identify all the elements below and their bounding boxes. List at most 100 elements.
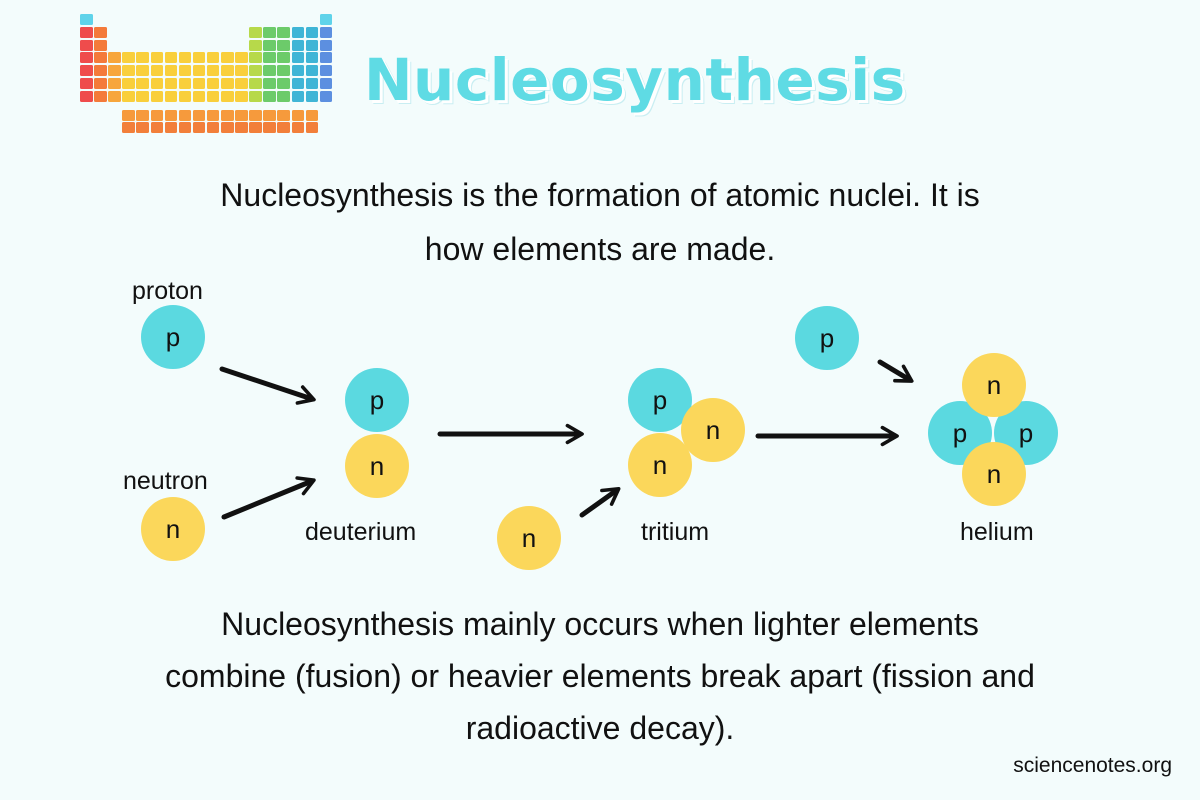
periodic-table-cell <box>80 39 93 51</box>
neutron-particle: n <box>141 497 205 561</box>
periodic-table-cell <box>221 52 234 64</box>
periodic-table-cell <box>178 78 192 89</box>
periodic-table-cell <box>235 109 248 121</box>
periodic-table-cell <box>291 52 305 64</box>
periodic-table-cell <box>235 90 248 102</box>
periodic-table-cell <box>249 109 262 121</box>
periodic-table-cell <box>150 65 164 77</box>
periodic-table-cell <box>263 122 276 134</box>
periodic-table-cell <box>291 39 305 51</box>
periodic-table-cell <box>122 52 135 64</box>
periodic-table-cell <box>122 90 135 102</box>
neutron-symbol: n <box>166 514 180 544</box>
periodic-table-cell <box>164 78 178 89</box>
periodic-table-cell <box>235 78 248 89</box>
page-title: Nucleosynthesis <box>364 46 906 114</box>
arrow-neutron-to-deuterium <box>221 476 316 520</box>
nucleosynthesis-diagram: proton neutron deuterium tritium helium … <box>123 277 1058 570</box>
periodic-table-cell <box>192 122 206 134</box>
periodic-table-cell <box>221 65 234 77</box>
periodic-table-cell <box>305 122 319 134</box>
periodic-table-cell <box>277 26 290 38</box>
periodic-table-cell <box>263 26 276 38</box>
label-deuterium: deuterium <box>305 518 416 546</box>
periodic-table-cell <box>221 109 234 121</box>
periodic-table-cell <box>263 109 276 121</box>
periodic-table-cell <box>305 90 319 102</box>
deuterium-nucleus: p n <box>345 368 409 498</box>
neutron-symbol: n <box>987 370 1001 400</box>
periodic-table-cell <box>263 52 276 64</box>
periodic-table-cell <box>291 109 305 121</box>
periodic-table-cell <box>192 109 206 121</box>
periodic-table-cell <box>249 52 262 64</box>
periodic-table-cell <box>108 52 121 64</box>
periodic-table-cell <box>150 90 164 102</box>
periodic-table-cell <box>221 90 234 102</box>
periodic-table-cell <box>305 26 319 38</box>
periodic-table-cell <box>206 109 220 121</box>
periodic-table-cell <box>277 39 290 51</box>
periodic-table-cell <box>263 39 276 51</box>
periodic-table-cell <box>80 78 93 89</box>
proton-symbol: p <box>166 322 180 352</box>
periodic-table-cell <box>150 52 164 64</box>
periodic-table-cell <box>122 109 135 121</box>
periodic-table-cell <box>150 122 164 134</box>
periodic-table-cell <box>80 52 93 64</box>
periodic-table-cell <box>94 65 107 77</box>
periodic-table-cell <box>136 109 149 121</box>
periodic-table-cell <box>206 90 220 102</box>
periodic-table-cell <box>291 90 305 102</box>
periodic-table-cell <box>108 90 121 102</box>
proton-symbol: p <box>370 385 384 415</box>
neutron-symbol: n <box>653 450 667 480</box>
intro-line-1: Nucleosynthesis is the formation of atom… <box>220 177 980 213</box>
tritium-nucleus: p n n <box>628 368 745 497</box>
periodic-table-cell <box>94 52 107 64</box>
periodic-table-cell <box>305 109 319 121</box>
periodic-table-cell <box>122 78 135 89</box>
periodic-table-cell <box>319 39 333 51</box>
periodic-table-cell <box>94 90 107 102</box>
periodic-table-cell <box>150 78 164 89</box>
periodic-table-cell <box>277 65 290 77</box>
periodic-table-cell <box>291 122 305 134</box>
periodic-table-cell <box>164 122 178 134</box>
periodic-table-cell <box>305 65 319 77</box>
periodic-table-cell <box>192 65 206 77</box>
periodic-table-cell <box>136 52 149 64</box>
arrow-proton-to-helium <box>877 359 914 383</box>
label-neutron: neutron <box>123 467 208 495</box>
periodic-table-cell <box>164 109 178 121</box>
periodic-table-cell <box>178 65 192 77</box>
proton-particle: p <box>141 305 205 369</box>
periodic-table-cell <box>136 90 149 102</box>
periodic-table-cell <box>319 65 333 77</box>
neutron-symbol: n <box>987 459 1001 489</box>
periodic-table-cell <box>263 78 276 89</box>
periodic-table-cell <box>305 39 319 51</box>
periodic-table-cell <box>150 109 164 121</box>
periodic-table-cell <box>249 26 262 38</box>
periodic-table-cell <box>263 65 276 77</box>
periodic-table-cell <box>178 52 192 64</box>
summary-line-2: combine (fusion) or heavier elements bre… <box>165 658 1035 694</box>
periodic-table-cell <box>319 90 333 102</box>
periodic-table-cell <box>192 78 206 89</box>
periodic-table-cell <box>192 52 206 64</box>
neutron-symbol: n <box>522 523 536 553</box>
periodic-table-cell <box>319 26 333 38</box>
periodic-table-cell <box>178 90 192 102</box>
neutron-symbol: n <box>370 451 384 481</box>
periodic-table-cell <box>221 78 234 89</box>
periodic-table-cell <box>305 52 319 64</box>
periodic-table-cell <box>136 65 149 77</box>
periodic-table-cell <box>178 122 192 134</box>
periodic-table-cell <box>291 65 305 77</box>
label-tritium: tritium <box>641 518 709 546</box>
periodic-table-cell <box>319 14 333 25</box>
proton-particle: p <box>795 306 859 370</box>
periodic-table-cell <box>277 122 290 134</box>
summary-line-1: Nucleosynthesis mainly occurs when light… <box>221 606 979 642</box>
